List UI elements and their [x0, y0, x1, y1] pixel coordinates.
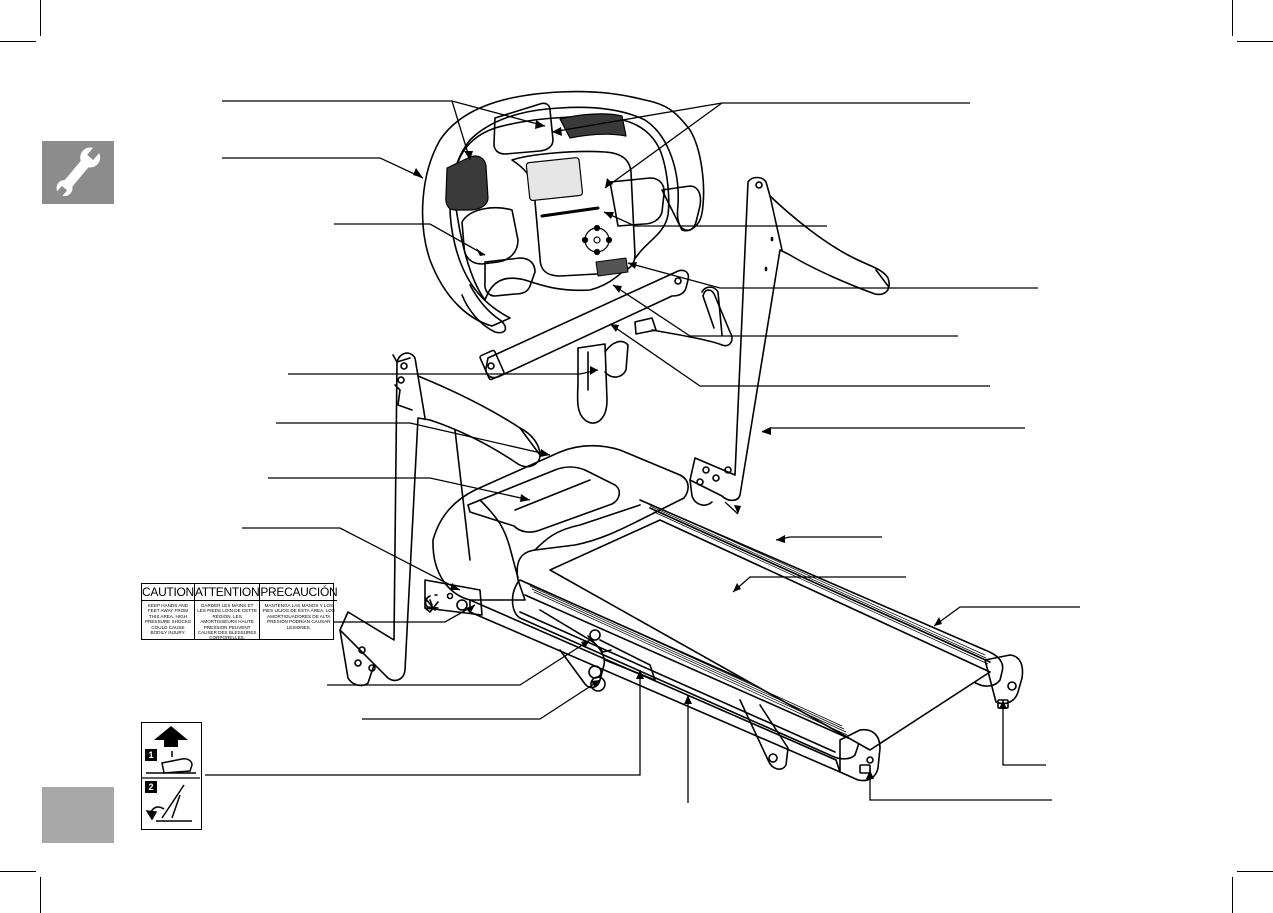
warning-heading: PRECAUCIÓN [260, 585, 338, 601]
tablet-holder [493, 102, 554, 155]
console-assembly [421, 90, 705, 334]
right-end-tray [661, 185, 702, 232]
left-speaker [445, 155, 489, 211]
crop-mark [1237, 41, 1273, 42]
warning-column-english: CAUTION KEEP HANDS AND FEET AWAY FROM TH… [142, 584, 195, 639]
arrow-up-icon [154, 726, 188, 747]
console-handlebar [421, 90, 705, 327]
warning-text: GARDER LES MAINS ET LES PIEDS LOIN DE CE… [197, 603, 257, 641]
foot-press-icon [146, 751, 196, 774]
crop-mark [40, 0, 41, 36]
right-side-step [647, 502, 989, 665]
page-tab [42, 787, 114, 843]
fold-bracket [739, 699, 789, 770]
base-frame [424, 579, 789, 770]
wrench-icon [55, 145, 101, 198]
warning-heading: ATTENTION [194, 585, 260, 601]
crop-mark [1237, 871, 1273, 872]
console-crossbar [479, 269, 690, 381]
right-upright [689, 176, 890, 506]
incline-shock [539, 609, 606, 689]
fold-instruction-graphic: 1 2 [142, 726, 200, 822]
left-accessory-tray [461, 206, 519, 265]
crop-mark [0, 41, 36, 42]
left-side-step [527, 582, 848, 736]
console-vent [595, 257, 629, 277]
step-number: 2 [148, 782, 153, 792]
leader-arrowheads [413, 120, 1007, 779]
running-deck [469, 499, 1024, 782]
crop-mark [40, 877, 41, 913]
assembly-tab [42, 141, 114, 204]
warning-column-french: ATTENTION GARDER LES MAINS ET LES PIEDS … [194, 584, 261, 641]
rear-left-end-cap [839, 728, 881, 782]
right-accessory-tray [609, 177, 665, 227]
left-upright [339, 352, 541, 687]
warning-heading: CAUTION [142, 585, 194, 601]
warning-text: MANTENGA LAS MANOS Y LOS PIES LEJOS DE E… [262, 603, 335, 630]
crop-mark [0, 871, 36, 872]
step-number: 1 [148, 750, 153, 760]
right-speaker [559, 113, 627, 139]
display-screen [525, 157, 584, 202]
warning-text: KEEP HANDS AND FEET AWAY FROM THIS AREA.… [144, 603, 191, 636]
console-shell [453, 115, 670, 301]
right-heart-rate-grip [634, 286, 733, 347]
console-keypad [581, 224, 613, 256]
crop-mark [1232, 877, 1233, 913]
fold-instruction-label: 1 2 [141, 722, 202, 830]
left-heart-rate-grip [576, 340, 629, 424]
crop-mark [1232, 0, 1233, 36]
left-lower-tray [484, 257, 536, 297]
warning-column-spanish: PRECAUCIÓN MANTENGA LAS MANOS Y LOS PIES… [260, 584, 338, 639]
caution-warning-label: CAUTION KEEP HANDS AND FEET AWAY FROM TH… [141, 583, 338, 641]
deck-fold-icon [145, 784, 192, 822]
